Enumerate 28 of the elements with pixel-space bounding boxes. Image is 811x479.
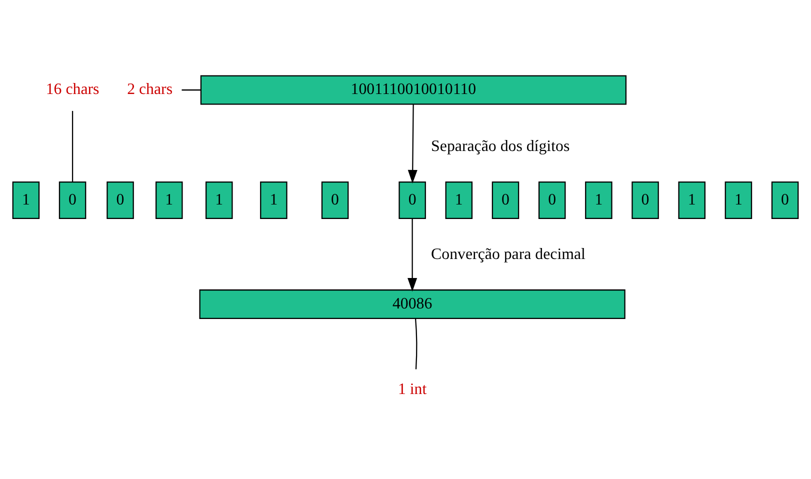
edge-label: Separação dos dígitos [431, 138, 570, 155]
node-box: 0 [106, 180, 134, 218]
node-text: 16 chars [46, 80, 100, 98]
node-box: 1 [156, 180, 183, 218]
connector [182, 88, 201, 90]
node-box: 1 [678, 180, 706, 218]
node-box: 0 [398, 180, 426, 218]
edge-label: Converção para decimal [431, 245, 586, 262]
node-box: 1 [206, 180, 233, 218]
node-text: 2 chars [127, 80, 173, 98]
node-box: 1 [724, 180, 752, 218]
node-box: 0 [492, 180, 520, 218]
node-box: 1 [12, 180, 40, 218]
node-box: 40086 [199, 288, 626, 318]
node-box: 1 [260, 180, 288, 218]
node-box: 0 [632, 180, 659, 218]
connector [414, 318, 418, 369]
node-box: 1001110010010110 [200, 74, 627, 104]
node-box: 0 [58, 180, 86, 218]
connector [72, 110, 74, 182]
arrow [408, 104, 418, 184]
node-box: 1 [585, 180, 612, 218]
node-box: 0 [321, 180, 349, 218]
node-box: 0 [538, 180, 566, 218]
node-box: 1 [445, 180, 473, 218]
node-text: 1 int [398, 380, 427, 398]
arrow [408, 218, 418, 292]
node-box: 0 [771, 180, 799, 218]
